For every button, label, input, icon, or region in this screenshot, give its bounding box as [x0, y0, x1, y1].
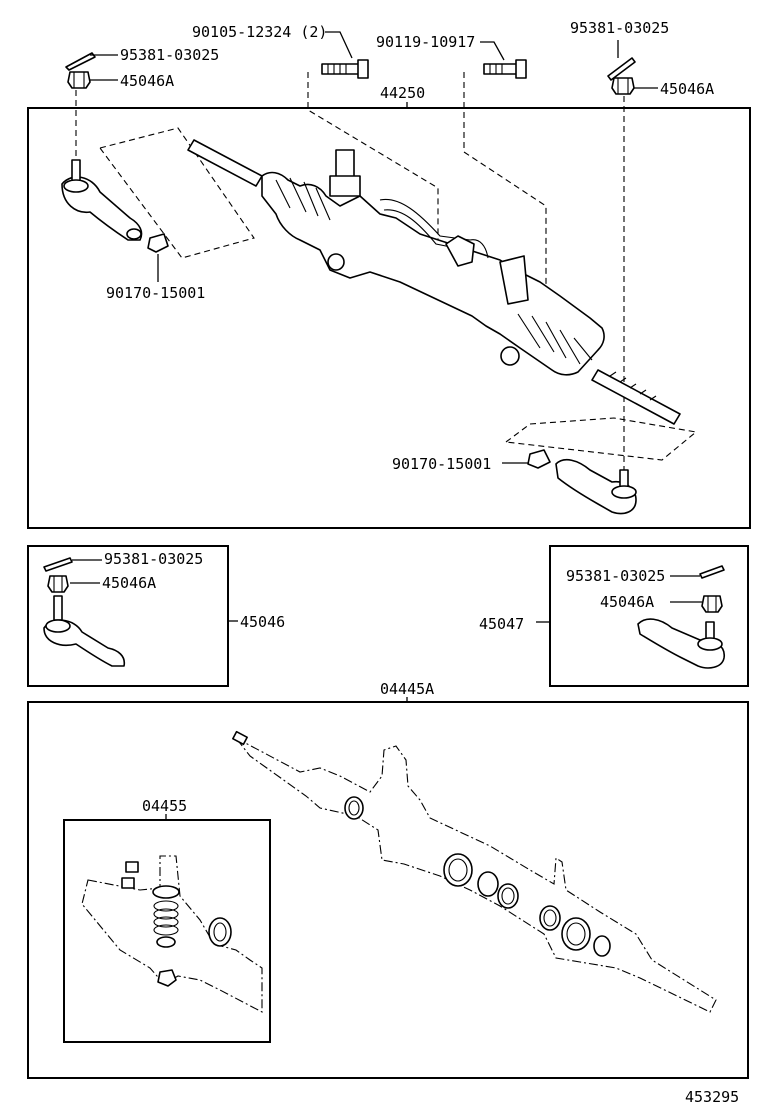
cotter-pin-icon [699, 565, 725, 579]
tie-rod-end-icon [61, 159, 143, 241]
gasket-kit-frame [27, 701, 749, 1079]
label-nut-right-box: 45046A [600, 593, 654, 611]
label-nut-left-box: 45046A [102, 574, 156, 592]
o-ring-icon [593, 935, 611, 957]
oil-seal-icon [208, 917, 232, 947]
rack-outline-icon [81, 855, 263, 1013]
cotter-pin-icon [65, 52, 96, 71]
oil-seal-icon [344, 796, 364, 820]
oil-seal-icon [561, 917, 591, 951]
plug-icon [121, 861, 139, 889]
oil-seal-icon [443, 853, 473, 887]
castle-nut-icon [47, 575, 69, 593]
steering-rack-icon [187, 139, 681, 425]
label-nut-top-right: 45046A [660, 80, 714, 98]
right-tie-end-frame [549, 545, 749, 687]
sub-kit-frame [63, 819, 271, 1043]
cotter-pin-icon [607, 57, 636, 81]
tie-rod-end-icon [43, 595, 126, 667]
oil-seal-icon [497, 883, 519, 909]
castle-nut-icon [67, 71, 91, 89]
lock-nut-icon [527, 449, 551, 469]
left-tie-end-frame [27, 545, 229, 687]
castle-nut-icon [611, 77, 635, 95]
lock-nut-icon [147, 233, 169, 253]
label-pin-left-box: 95381-03025 [104, 550, 203, 568]
lock-nut-icon [157, 969, 177, 987]
tie-rod-end-icon [637, 618, 725, 669]
label-bolt-a: 90105-12324 (2) [192, 23, 327, 41]
oil-seal-icon [539, 905, 561, 931]
label-sub-kit: 04455 [142, 797, 187, 815]
label-pin-right-box: 95381-03025 [566, 567, 665, 585]
cotter-pin-icon [43, 557, 73, 572]
label-nut-right: 90170-15001 [392, 455, 491, 473]
o-ring-icon [477, 871, 499, 897]
label-nut-left: 90170-15001 [106, 284, 205, 302]
castle-nut-icon [701, 595, 723, 613]
tie-rod-end-icon [555, 458, 637, 515]
diagram-number: 453295 [685, 1088, 739, 1106]
label-gasket-kit: 04445A [380, 680, 434, 698]
label-rack-assembly: 44250 [380, 84, 425, 102]
bolt-icon [321, 59, 369, 79]
main-assembly-frame [27, 107, 751, 529]
label-tie-end-left: 45046 [240, 613, 285, 631]
label-tie-end-right: 45047 [479, 615, 524, 633]
label-pin-top-left: 95381-03025 [120, 46, 219, 64]
bolt-icon [483, 59, 527, 79]
rack-outline-icon [232, 730, 717, 1013]
label-nut-top-left: 45046A [120, 72, 174, 90]
label-bolt-b: 90119-10917 [376, 33, 475, 51]
spring-icon [152, 885, 180, 948]
label-pin-top-right: 95381-03025 [570, 19, 669, 37]
